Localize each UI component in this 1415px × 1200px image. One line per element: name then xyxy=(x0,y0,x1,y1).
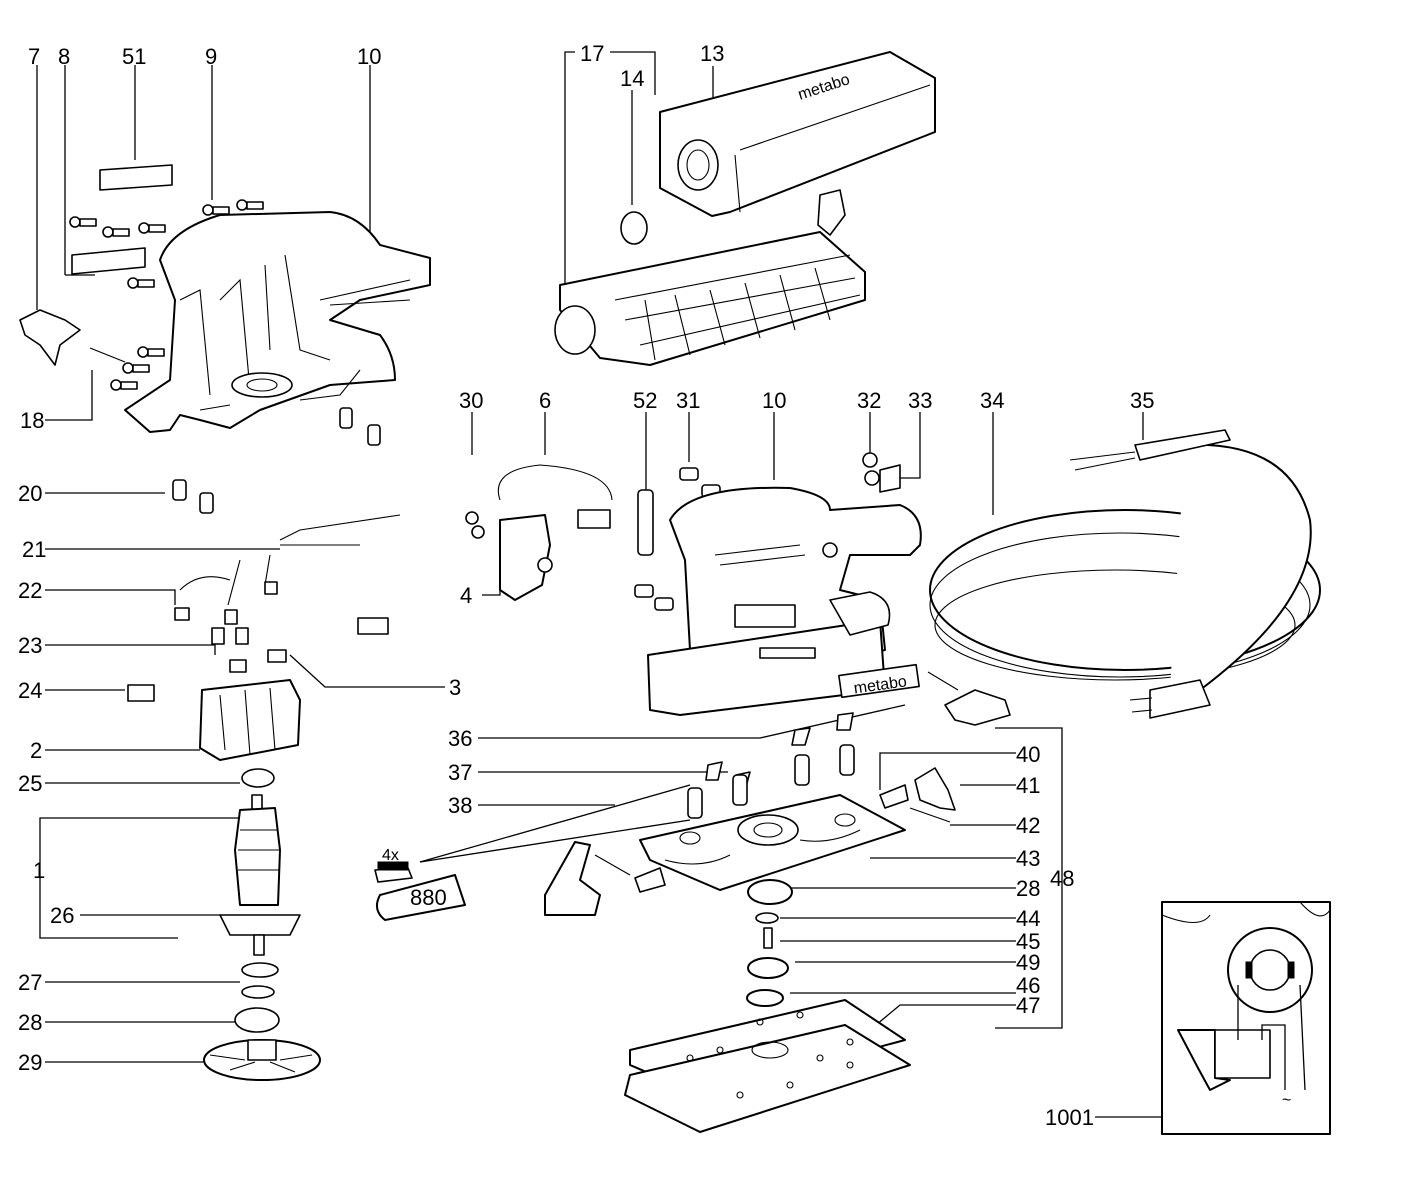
callout-30: 30 xyxy=(459,388,483,413)
grease-brush: 4x 880 xyxy=(374,847,466,921)
callout-27: 27 xyxy=(18,970,42,995)
clamp-left xyxy=(544,841,666,916)
housing-half-upper xyxy=(124,211,431,446)
switch-4-6 xyxy=(465,464,613,601)
grease-code-label: 880 xyxy=(410,885,447,910)
callout-41: 41 xyxy=(1016,773,1040,798)
callout-52: 52 xyxy=(633,388,657,413)
callout-1001: 1001 xyxy=(1045,1105,1094,1130)
callout-42: 42 xyxy=(1016,813,1040,838)
brushes-3-23-24 xyxy=(127,617,389,702)
dust-box-frame-17 xyxy=(554,189,866,366)
callout-20: 20 xyxy=(18,481,42,506)
switch-lever-7 xyxy=(19,309,126,366)
callout-4: 4 xyxy=(460,583,472,608)
armature-1 xyxy=(219,794,301,1033)
stator-2 xyxy=(199,679,301,788)
callout-29: 29 xyxy=(18,1050,42,1075)
callout-22: 22 xyxy=(18,578,42,603)
callout-49: 49 xyxy=(1016,950,1040,975)
springs-clamp-40-41 xyxy=(879,767,956,823)
fan-29 xyxy=(203,1039,321,1081)
callout-28-left: 28 xyxy=(18,1010,42,1035)
callout-23: 23 xyxy=(18,633,42,658)
lever-48 xyxy=(927,671,1011,726)
callout-45: 45 xyxy=(1016,929,1040,954)
callout-48: 48 xyxy=(1050,866,1074,891)
callout-31: 31 xyxy=(676,388,700,413)
callout-26: 26 xyxy=(50,903,74,928)
pin-52 xyxy=(637,489,654,556)
wiring-diagram-1001: ~ xyxy=(1161,901,1331,1135)
sanding-pad-47 xyxy=(624,999,911,1133)
callout-24: 24 xyxy=(18,678,42,703)
callout-10-mid: 10 xyxy=(762,388,786,413)
pad-parts-28-49 xyxy=(746,879,793,1007)
callout-10-top: 10 xyxy=(357,44,381,69)
callout-25: 25 xyxy=(18,771,42,796)
callout-9: 9 xyxy=(205,44,217,69)
callout-46: 46 xyxy=(1016,973,1040,998)
callout-13: 13 xyxy=(700,41,724,66)
mains-symbol: ~ xyxy=(1282,1092,1291,1109)
feet-37-38 xyxy=(687,712,855,819)
callout-40: 40 xyxy=(1016,742,1040,767)
callout-33: 33 xyxy=(908,388,932,413)
callout-1: 1 xyxy=(33,858,45,883)
callout-7: 7 xyxy=(28,44,40,69)
cap-14 xyxy=(620,211,648,245)
callout-6: 6 xyxy=(539,388,551,413)
callout-43: 43 xyxy=(1016,846,1040,871)
small-parts-31 xyxy=(634,467,721,611)
dust-bag-13: metabo xyxy=(659,51,936,217)
callout-35: 35 xyxy=(1130,388,1154,413)
callout-37: 37 xyxy=(448,760,472,785)
callout-3: 3 xyxy=(449,675,461,700)
spacers-20 xyxy=(172,479,214,514)
cable-34 xyxy=(929,429,1321,719)
callout-17: 17 xyxy=(580,41,604,66)
callout-18: 18 xyxy=(20,408,44,433)
housing-10-assembled: metabo xyxy=(647,486,922,716)
clips-32-33 xyxy=(862,452,901,493)
callout-47: 47 xyxy=(1016,993,1040,1018)
base-plate-43 xyxy=(639,794,906,891)
callout-14: 14 xyxy=(620,66,644,91)
callout-28-right: 28 xyxy=(1016,876,1040,901)
callout-2: 2 xyxy=(30,738,42,763)
callout-51: 51 xyxy=(122,44,146,69)
callout-38: 38 xyxy=(448,793,472,818)
callout-21: 21 xyxy=(22,537,46,562)
part-labels-plates xyxy=(71,164,173,275)
wires-21-22 xyxy=(174,514,401,645)
callout-8: 8 xyxy=(58,44,70,69)
leader-lines xyxy=(36,51,1162,1118)
brush-qty-label: 4x xyxy=(382,847,399,864)
callouts: 7 8 51 9 10 17 14 13 18 30 6 52 31 10 32… xyxy=(18,41,1154,1130)
callout-44: 44 xyxy=(1016,906,1040,931)
callout-36: 36 xyxy=(448,726,472,751)
callout-32: 32 xyxy=(857,388,881,413)
callout-34: 34 xyxy=(980,388,1004,413)
